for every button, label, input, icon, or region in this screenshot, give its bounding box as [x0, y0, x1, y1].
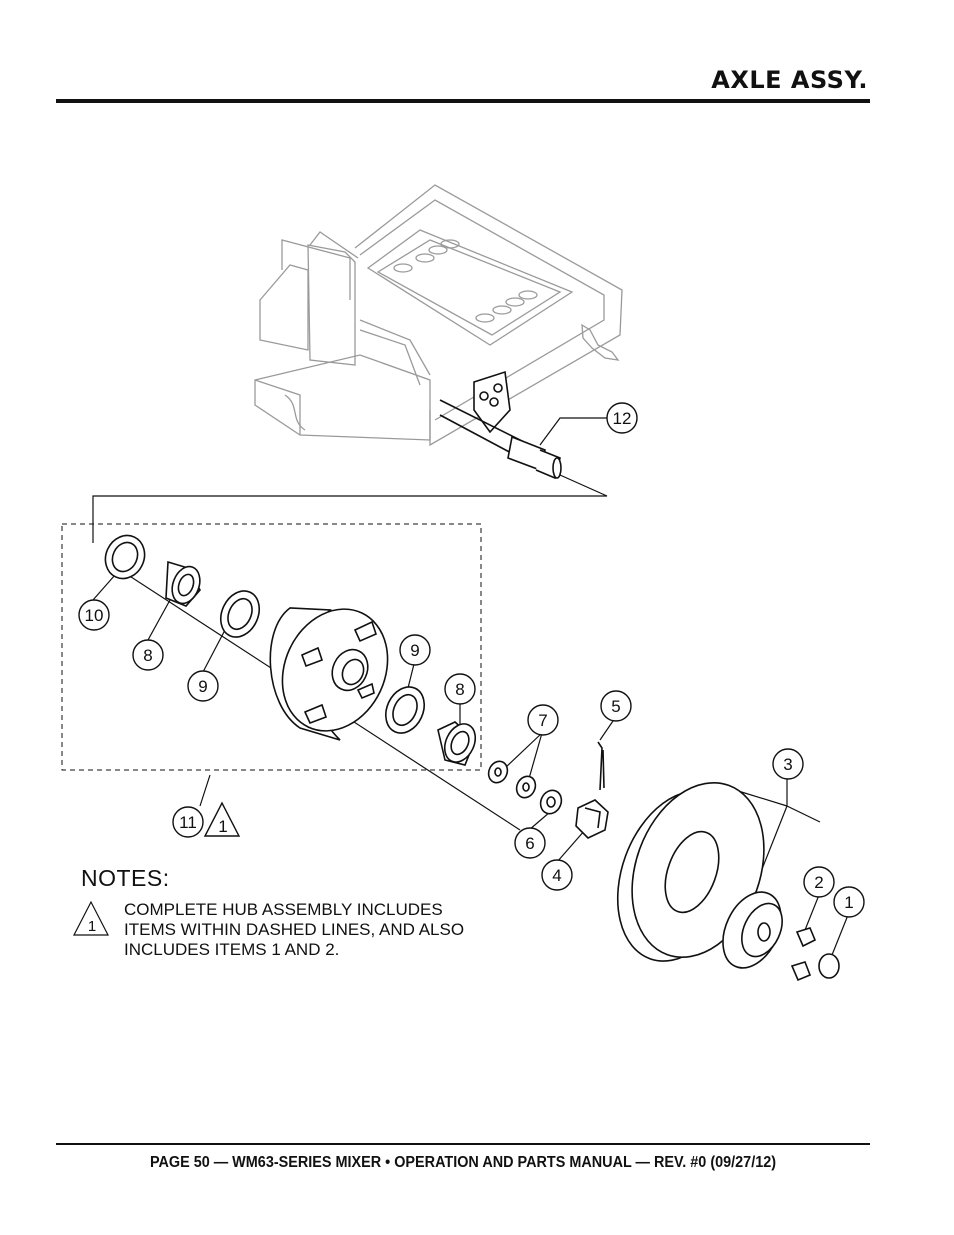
hub-assembly-dashed-boundary	[61, 523, 482, 771]
callout-8b: 8	[455, 680, 464, 699]
note-text: COMPLETE HUB ASSEMBLY INCLUDES ITEMS WIT…	[124, 900, 524, 960]
callout-8a: 8	[143, 646, 152, 665]
callout-4: 4	[552, 866, 561, 885]
callout-9a: 9	[198, 677, 207, 696]
callout-3: 3	[783, 755, 792, 774]
note-triangle-11	[203, 801, 241, 837]
callout-12: 12	[613, 409, 632, 428]
axle-part	[439, 370, 562, 480]
callout-10: 10	[85, 606, 104, 625]
callout-2: 2	[814, 873, 823, 892]
note-line-3: INCLUDES ITEMS 1 AND 2.	[124, 940, 340, 959]
mixer-frame-drawing	[254, 184, 623, 447]
callout-11: 11	[179, 813, 197, 832]
parts-drawing	[104, 534, 840, 982]
callout-7: 7	[538, 711, 547, 730]
header-rule	[56, 99, 870, 103]
triangle-label-note: 1	[88, 918, 96, 935]
callout-6: 6	[525, 834, 534, 853]
footer-rule	[56, 1143, 870, 1145]
callout-9b: 9	[410, 641, 419, 660]
note-line-1: COMPLETE HUB ASSEMBLY INCLUDES	[124, 900, 443, 919]
callout-1: 1	[844, 893, 853, 912]
callout-circles	[78, 402, 865, 918]
note-triangle-legend	[73, 900, 109, 936]
triangle-label-11: 1	[218, 817, 227, 836]
page-footer: PAGE 50 — WM63-SERIES MIXER • OPERATION …	[149, 1154, 777, 1171]
notes-title: NOTES:	[81, 865, 170, 891]
note-line-2: ITEMS WITHIN DASHED LINES, AND ALSO	[124, 920, 465, 939]
page-title: AXLE ASSY.	[711, 66, 868, 94]
callout-5: 5	[611, 697, 620, 716]
